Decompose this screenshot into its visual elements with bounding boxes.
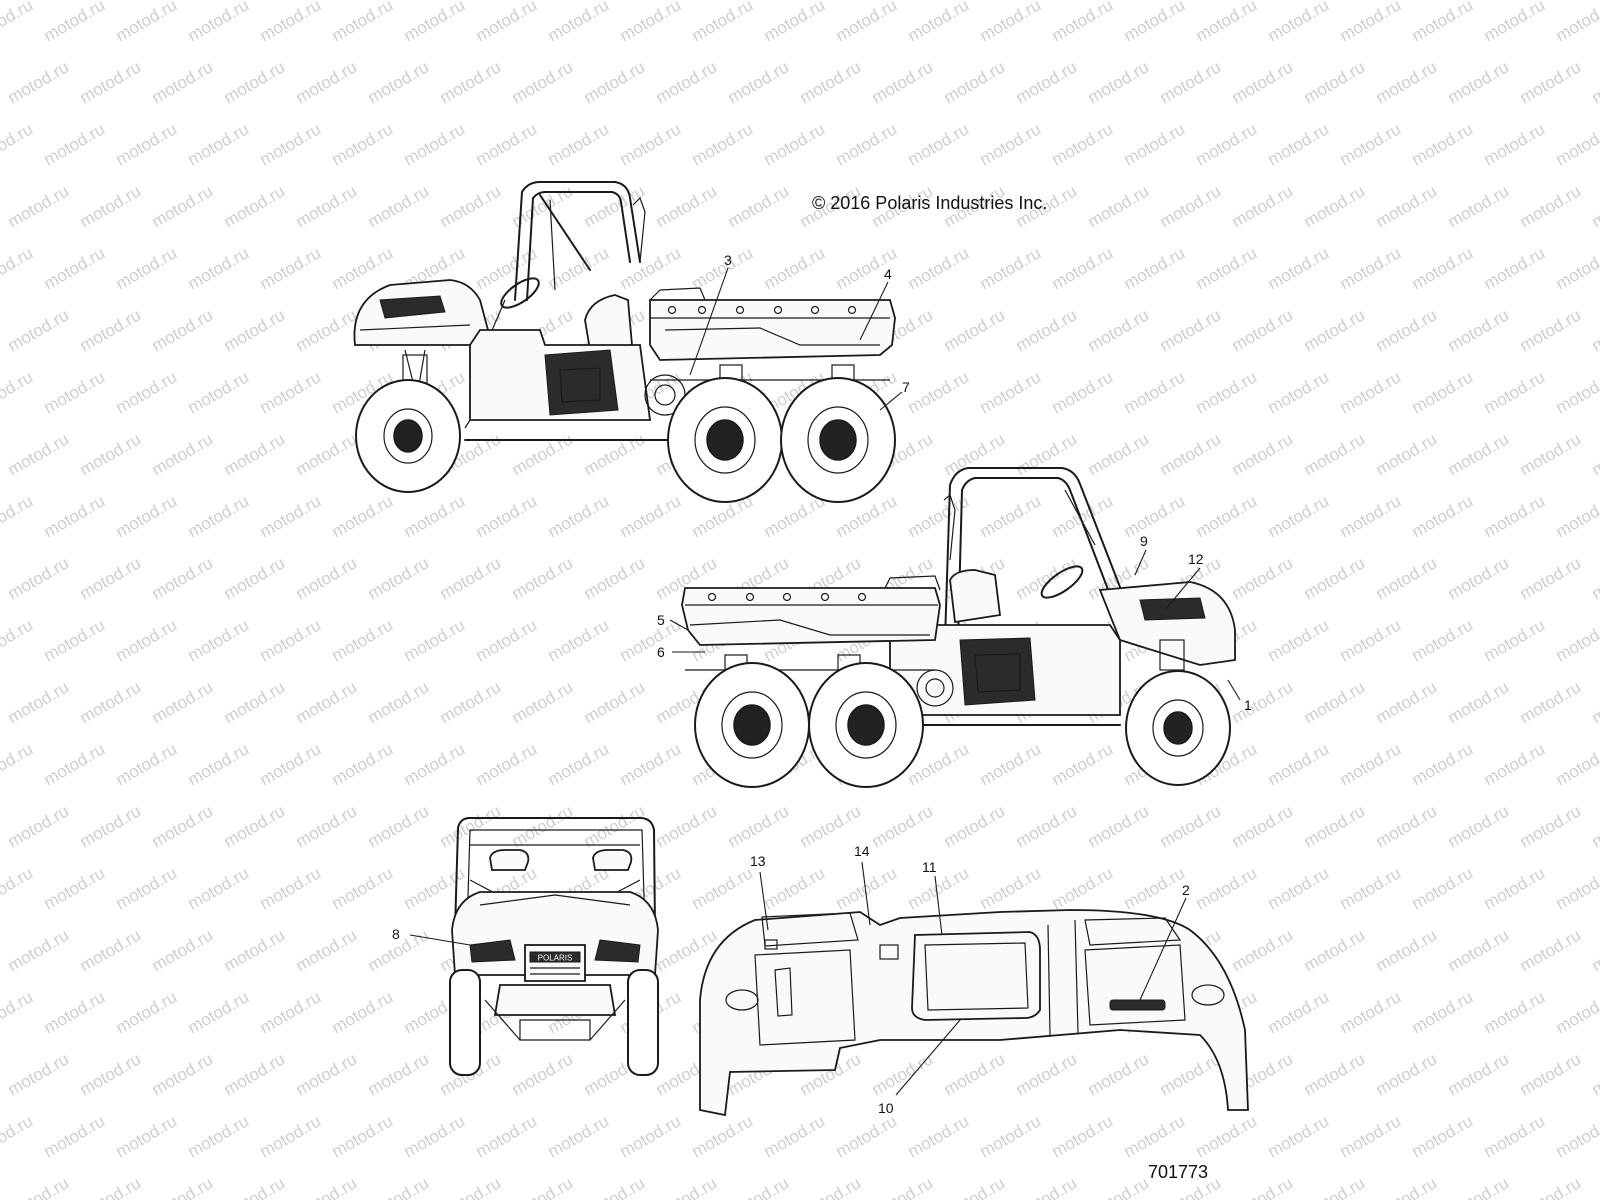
rear-wheel-right — [808, 662, 924, 788]
callout-labels: 1 2 3 4 5 6 7 8 9 10 11 12 13 14 — [392, 252, 1252, 1116]
callout-5: 5 — [657, 612, 665, 628]
callout-7: 7 — [902, 379, 910, 395]
cargo-box-holes — [667, 305, 857, 315]
middle-wheel-right — [694, 662, 810, 788]
callout-14: 14 — [854, 843, 870, 859]
callout-1: 1 — [1244, 697, 1252, 713]
vehicle-front-view: POLARIS — [449, 817, 659, 1076]
callout-11: 11 — [922, 859, 937, 875]
rear-wheel — [780, 377, 896, 503]
figure-number: 701773 — [1148, 1162, 1209, 1182]
copyright-notice: © 2016 Polaris Industries Inc. — [812, 193, 1048, 213]
callout-6: 6 — [657, 644, 665, 660]
callout-13: 13 — [750, 853, 766, 869]
callout-2: 2 — [1182, 882, 1190, 898]
vehicle-side-view-right — [681, 467, 1236, 788]
callout-4: 4 — [884, 266, 892, 282]
callout-9: 9 — [1140, 533, 1148, 549]
front-wheel — [355, 379, 461, 493]
vehicle-side-view-left — [353, 181, 896, 503]
cargo-box-holes-right — [707, 592, 867, 602]
callout-leaders — [409, 267, 1241, 1096]
callout-12: 12 — [1188, 551, 1204, 567]
callout-3: 3 — [724, 252, 732, 268]
grille-badge: POLARIS — [538, 954, 573, 963]
callout-8: 8 — [392, 926, 400, 942]
middle-wheel — [667, 377, 783, 503]
front-wheel-right — [1125, 670, 1231, 786]
dashboard-detail — [699, 909, 1249, 1117]
callout-10: 10 — [878, 1100, 894, 1116]
